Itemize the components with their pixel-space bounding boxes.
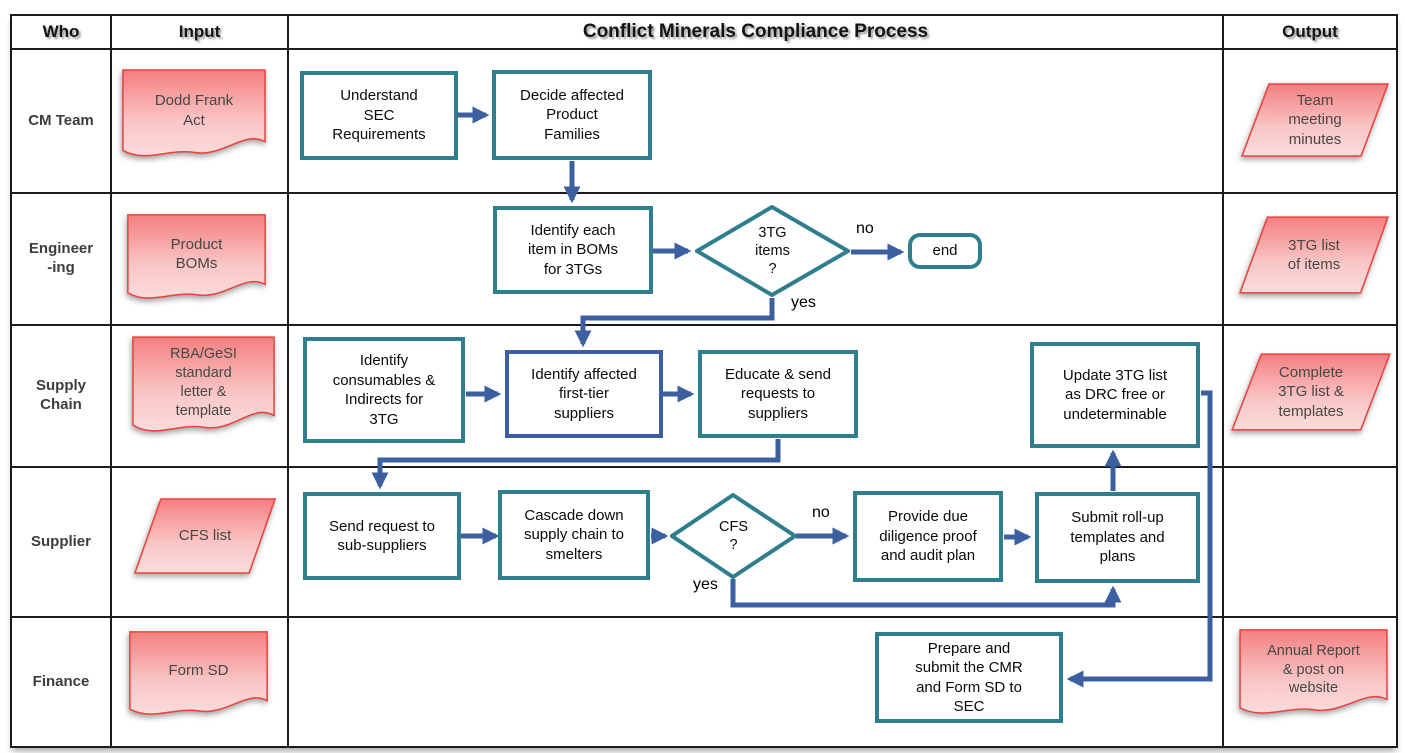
output-cell-supplier: [1224, 468, 1396, 618]
decision-label: 3TG items ?: [755, 224, 790, 278]
input-doc-label: RBA/GeSI standard letter & template: [170, 346, 237, 419]
input-cell-engineering: [112, 194, 289, 326]
decision-cfs: CFS ?: [670, 493, 797, 579]
process-cell-supplier: [289, 468, 1224, 618]
lane-label-supplier: Supplier: [30, 532, 91, 550]
output-doc-annual-report: Annual Report & post on website: [1237, 628, 1390, 722]
input-cell-supplier: [112, 468, 289, 618]
edge-label-cfs-yes: yes: [693, 576, 718, 593]
process-box-identify-items: Identify each item in BOMs for 3TGs: [493, 206, 653, 294]
lane-label-finance: Finance: [32, 672, 90, 690]
header-cell-input: Input: [112, 16, 289, 50]
edge-label-cfs-no: no: [812, 504, 830, 521]
output-doc-label: Team meeting minutes: [1288, 91, 1342, 148]
output-doc-label: Complete 3TG list & templates: [1278, 363, 1344, 420]
output-cell-engineering: [1224, 194, 1396, 326]
header-cell-output: Output: [1224, 16, 1396, 50]
document-shape: [120, 68, 268, 165]
output-parallelogram-3tg-list: 3TG list of items: [1238, 215, 1390, 295]
lane-cell-supply-chain: Supply Chain: [12, 326, 112, 468]
output-cell-cm-team: [1224, 50, 1396, 194]
document-shape: [1237, 628, 1390, 722]
process-box-decide-families: Decide affected Product Families: [492, 70, 652, 160]
process-box-submit-rollup: Submit roll-up templates and plans: [1035, 492, 1200, 583]
decision-3tg-items: 3TG items ?: [695, 205, 850, 297]
input-doc-rba-gesi: RBA/GeSI standard letter & template: [130, 335, 277, 441]
input-doc-label: Form SD: [168, 661, 229, 679]
edge-label-3tg-yes: yes: [791, 294, 816, 311]
input-doc-label: CFS list: [178, 527, 232, 545]
parallelogram-shape: [1230, 352, 1392, 432]
output-parallelogram-team-minutes: Team meeting minutes: [1240, 82, 1390, 158]
lane-label-engineering: Engineer -ing: [28, 240, 94, 276]
input-parallelogram-cfs-list: CFS list: [133, 497, 277, 575]
lane-cell-supplier: Supplier: [12, 468, 112, 618]
lane-label-supply-chain: Supply Chain: [35, 377, 86, 413]
parallelogram-shape: [1240, 82, 1390, 158]
process-box-send-request: Send request to sub-suppliers: [303, 492, 461, 580]
process-box-provide-due: Provide due diligence proof and audit pl…: [853, 491, 1003, 582]
input-doc-dodd-frank: Dodd Frank Act: [120, 68, 268, 165]
input-doc-product-boms: Product BOMs: [125, 213, 268, 307]
parallelogram-shape: [133, 497, 277, 575]
process-box-end: end: [908, 233, 982, 269]
lane-cell-engineering: Engineer -ing: [12, 194, 112, 326]
lane-cell-cm-team: CM Team: [12, 50, 112, 194]
header-cell-who: Who: [12, 16, 112, 50]
process-box-update-3tg: Update 3TG list as DRC free or undetermi…: [1030, 342, 1200, 448]
process-cell-cm-team: [289, 50, 1224, 194]
output-doc-label: Annual Report & post on website: [1267, 642, 1360, 697]
edge-label-3tg-no: no: [856, 220, 874, 237]
process-box-identify-consumables: Identify consumables & Indirects for 3TG: [303, 337, 465, 443]
lane-cell-finance: Finance: [12, 618, 112, 746]
document-shape: [125, 213, 268, 307]
parallelogram-shape: [1238, 215, 1390, 295]
process-cell-finance: [289, 618, 1224, 746]
diamond-shape: [670, 493, 797, 579]
input-cell-supply-chain: [112, 326, 289, 468]
input-doc-label: Product BOMs: [170, 235, 223, 273]
process-box-prepare-submit: Prepare and submit the CMR and Form SD t…: [875, 632, 1063, 723]
diamond-shape: [695, 205, 850, 297]
output-parallelogram-complete-3tg: Complete 3TG list & templates: [1230, 352, 1392, 432]
decision-label: CFS ?: [719, 518, 748, 553]
input-cell-finance: [112, 618, 289, 746]
lane-label-cm-team: CM Team: [28, 111, 94, 129]
process-box-educate-send: Educate & send requests to suppliers: [698, 350, 858, 438]
input-doc-form-sd: Form SD: [127, 630, 270, 723]
input-doc-label: Dodd Frank Act: [154, 92, 234, 129]
process-box-cascade-down: Cascade down supply chain to smelters: [498, 490, 650, 580]
output-cell-supply-chain: [1224, 326, 1396, 468]
document-shape: [130, 335, 277, 441]
process-box-understand-sec: Understand SEC Requirements: [300, 71, 458, 160]
document-shape: [127, 630, 270, 723]
header-cell-process-title: Conflict Minerals Compliance Process: [289, 16, 1224, 50]
input-cell-cm-team: [112, 50, 289, 194]
process-box-identify-first-tier: Identify affected first-tier suppliers: [505, 350, 663, 438]
output-doc-label: 3TG list of items: [1287, 236, 1341, 274]
